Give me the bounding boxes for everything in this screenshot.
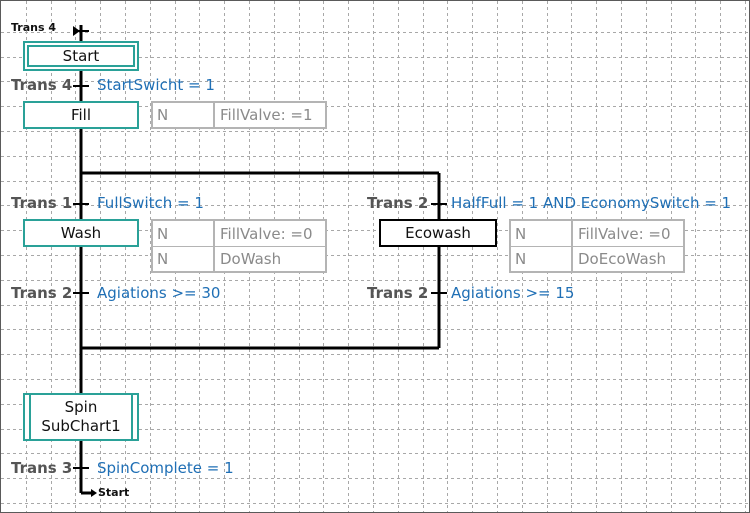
action-text: FillValve: =1 (220, 106, 313, 124)
action-text: DoEcoWash (578, 250, 667, 268)
action-qualifier: N (153, 103, 215, 127)
action-wash-row-1[interactable]: N FillValve: =0 (151, 219, 327, 247)
jump-target-label[interactable]: Start (98, 486, 130, 499)
step-ecowash[interactable]: Ecowash (379, 219, 497, 247)
action-text: DoWash (220, 250, 282, 268)
trans-fill-eco-label[interactable]: Trans 2 (367, 194, 429, 212)
step-spin-subchart[interactable]: Spin SubChart1 (23, 393, 139, 441)
trans-start-fill-condition[interactable]: StartSwicht = 1 (97, 76, 215, 94)
action-qualifier: N (511, 221, 573, 246)
trans-fill-wash-condition[interactable]: FullSwitch = 1 (97, 194, 204, 212)
action-wash-row-2[interactable]: N DoWash (151, 246, 327, 273)
trans-wash-out-condition[interactable]: Agiations >= 30 (97, 284, 221, 302)
action-text: FillValve: =0 (220, 224, 313, 243)
action-fill-row[interactable]: N FillValve: =1 (151, 101, 327, 129)
step-spin-label: Spin (64, 398, 98, 416)
trans-fill-eco-condition[interactable]: HalfFull = 1 AND EconomySwitch = 1 (451, 194, 732, 212)
trans-eco-out-label[interactable]: Trans 2 (367, 284, 429, 302)
step-wash-label: Wash (60, 223, 102, 242)
trans-top-label[interactable]: Trans 4 (11, 21, 57, 34)
trans-fill-wash-label[interactable]: Trans 1 (11, 194, 73, 212)
action-text: FillValve: =0 (578, 224, 671, 243)
action-ecowash-row-1[interactable]: N FillValve: =0 (509, 219, 685, 247)
entry-arrow-icon (73, 26, 80, 36)
action-qualifier: N (153, 247, 215, 271)
step-wash[interactable]: Wash (23, 219, 139, 247)
trans-eco-out-condition[interactable]: Agiations >= 15 (451, 284, 575, 302)
trans-spin-out-condition[interactable]: SpinComplete = 1 (97, 459, 234, 477)
trans-wash-out-label[interactable]: Trans 2 (11, 284, 73, 302)
step-ecowash-label: Ecowash (405, 223, 471, 242)
step-start-label: Start (62, 46, 100, 65)
step-fill[interactable]: Fill (23, 101, 139, 129)
action-qualifier: N (511, 247, 573, 271)
action-ecowash-row-2[interactable]: N DoEcoWash (509, 246, 685, 273)
trans-start-fill-label[interactable]: Trans 4 (11, 76, 73, 94)
jump-arrow-icon (91, 489, 97, 497)
trans-spin-out-label[interactable]: Trans 3 (11, 459, 73, 477)
step-spin-subchart-label: SubChart1 (41, 417, 121, 435)
step-start[interactable]: Start (23, 41, 139, 71)
step-fill-label: Fill (70, 105, 92, 124)
action-qualifier: N (153, 221, 215, 246)
